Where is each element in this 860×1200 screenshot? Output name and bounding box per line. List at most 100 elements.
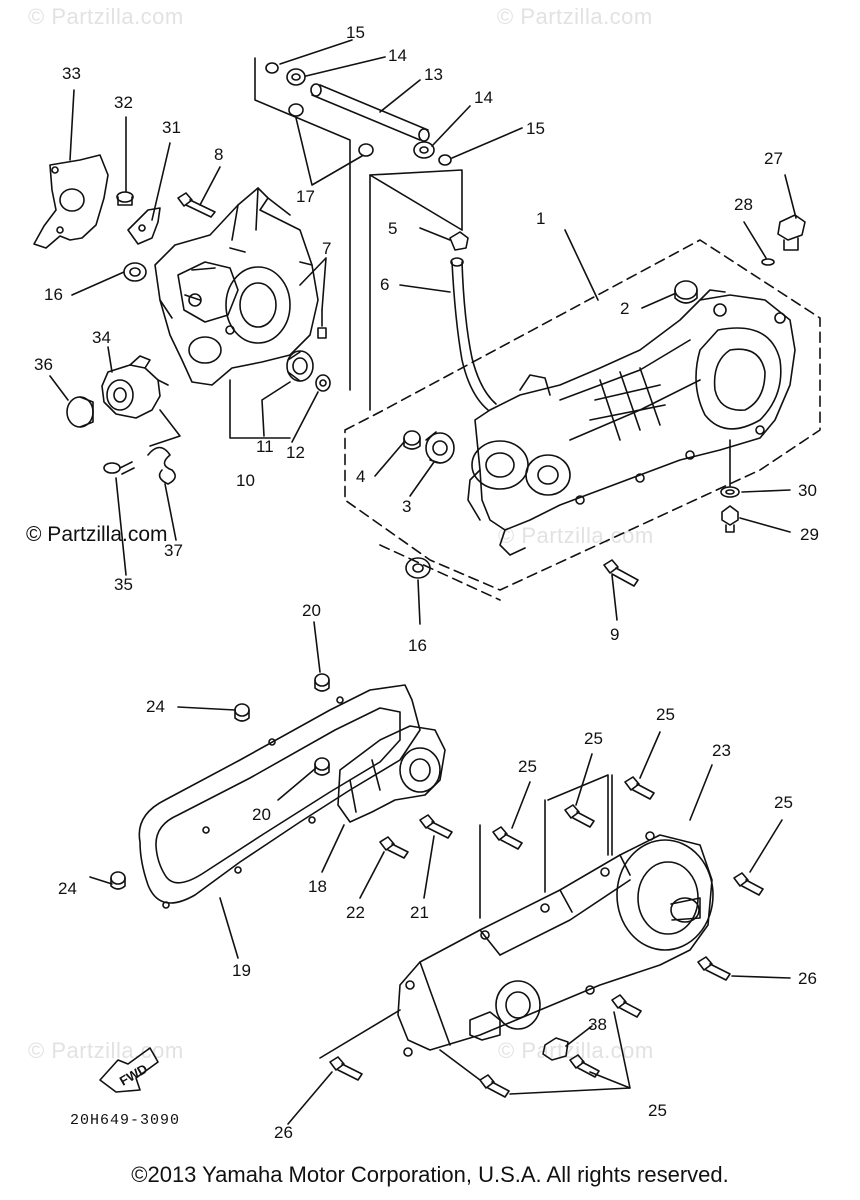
part-7-dowel — [317, 309, 327, 339]
part-37-clip — [147, 446, 176, 485]
leader-34-bracket — [149, 409, 181, 447]
part-17-collar — [288, 103, 304, 117]
callout-32: 32 — [114, 93, 133, 112]
part-24-dowel-lower — [110, 871, 126, 890]
callout-14b: 14 — [474, 88, 493, 107]
assembly-guide-lines — [254, 57, 463, 411]
leader-24b — [89, 876, 113, 885]
part-12-pin — [315, 374, 331, 392]
leader-17 — [295, 117, 363, 186]
callout-13: 13 — [424, 65, 443, 84]
part-11-bearing — [286, 350, 314, 382]
part-8-bolt — [177, 192, 216, 218]
callout-16a: 16 — [44, 285, 63, 304]
leader-2 — [641, 293, 675, 309]
watermark-top-left: © Partzilla.com — [28, 4, 184, 29]
callout-5: 5 — [388, 219, 397, 238]
callout-22: 22 — [346, 903, 365, 922]
part-14-washer — [286, 68, 306, 86]
leader-28 — [743, 221, 767, 259]
part-15-ring-right — [438, 154, 452, 166]
callout-35: 35 — [114, 575, 133, 594]
leader-20b — [277, 767, 317, 801]
part-26-bolt-group — [329, 956, 731, 1081]
callout-1: 1 — [536, 209, 545, 228]
callout-12: 12 — [286, 443, 305, 462]
part-20-dowel-lower — [314, 757, 330, 776]
leader-10 — [229, 379, 291, 439]
part-27-plug — [777, 214, 806, 251]
callout-29: 29 — [800, 525, 819, 544]
part-4-pin — [403, 430, 421, 450]
callout-24a: 24 — [146, 697, 165, 716]
callout-8: 8 — [214, 145, 223, 164]
callout-38: 38 — [588, 1015, 607, 1034]
part-17-collar-right — [358, 143, 374, 157]
part-34-component — [101, 355, 169, 419]
callout-25d: 25 — [774, 793, 793, 812]
part-31-bracket — [127, 207, 161, 245]
callout-4: 4 — [356, 467, 365, 486]
leader-30 — [741, 489, 791, 493]
leader-35 — [115, 477, 127, 576]
leader-18 — [321, 824, 345, 873]
cover-guide-lines — [479, 774, 613, 919]
part-15-ring — [265, 62, 279, 74]
part-30-washer — [720, 486, 740, 498]
leader-25b — [575, 753, 593, 806]
leader-36 — [49, 375, 69, 401]
callout-25b: 25 — [584, 729, 603, 748]
fwd-arrow-icon — [99, 1047, 159, 1093]
part-19-gasket — [138, 684, 421, 909]
leader-5 — [419, 227, 451, 241]
callout-16b: 16 — [408, 636, 427, 655]
leader-25d — [749, 819, 783, 873]
callout-numbers: 1 2 3 4 5 6 7 8 9 10 11 12 13 14 14 15 1… — [34, 23, 819, 1142]
callout-35-36: 36 — [34, 355, 53, 374]
callout-21: 21 — [410, 903, 429, 922]
callout-27: 27 — [764, 149, 783, 168]
leader-37 — [164, 483, 177, 541]
leader-11 — [261, 381, 291, 437]
part-14-washer-right — [413, 141, 435, 159]
leader-6 — [399, 284, 451, 293]
part-2-bushing — [674, 280, 698, 304]
callout-25c: 25 — [656, 705, 675, 724]
callout-3: 3 — [402, 497, 411, 516]
part-24-dowel — [234, 703, 250, 722]
leader-38 — [565, 1025, 593, 1047]
leader-24a — [177, 706, 236, 711]
part-33-plate — [33, 154, 109, 249]
part-9-bolt — [603, 559, 639, 587]
leader-7 — [299, 257, 327, 311]
callout-6: 6 — [380, 275, 389, 294]
diagram-code: 20H649-3090 — [70, 1112, 181, 1129]
leader-31 — [151, 142, 171, 221]
part-36-cap — [66, 396, 94, 428]
leader-22 — [359, 851, 385, 899]
callout-15a: 15 — [346, 23, 365, 42]
cover-guide-lines-lower — [319, 1009, 481, 1081]
callout-20b: 20 — [252, 805, 271, 824]
callout-24b: 24 — [58, 879, 77, 898]
callout-25e: 25 — [648, 1101, 667, 1120]
callout-15b: 15 — [526, 119, 545, 138]
callout-19: 19 — [232, 961, 251, 980]
leader-25e — [509, 1011, 631, 1095]
leader-9 — [611, 574, 618, 621]
callout-2: 2 — [620, 299, 629, 318]
callout-26b: 26 — [274, 1123, 293, 1142]
leader-16b — [417, 579, 421, 625]
watermark-top-right: © Partzilla.com — [497, 4, 653, 29]
part-28-oring — [761, 258, 775, 266]
leader-26b — [287, 1071, 333, 1125]
leader-25c — [639, 731, 661, 779]
callout-9: 9 — [610, 625, 619, 644]
leader-16a — [71, 271, 125, 296]
callout-28: 28 — [734, 195, 753, 214]
callout-37: 37 — [164, 541, 183, 560]
crankcase-left-half — [154, 187, 319, 386]
part-21-bolt — [419, 814, 453, 839]
callout-10: 10 — [236, 471, 255, 490]
